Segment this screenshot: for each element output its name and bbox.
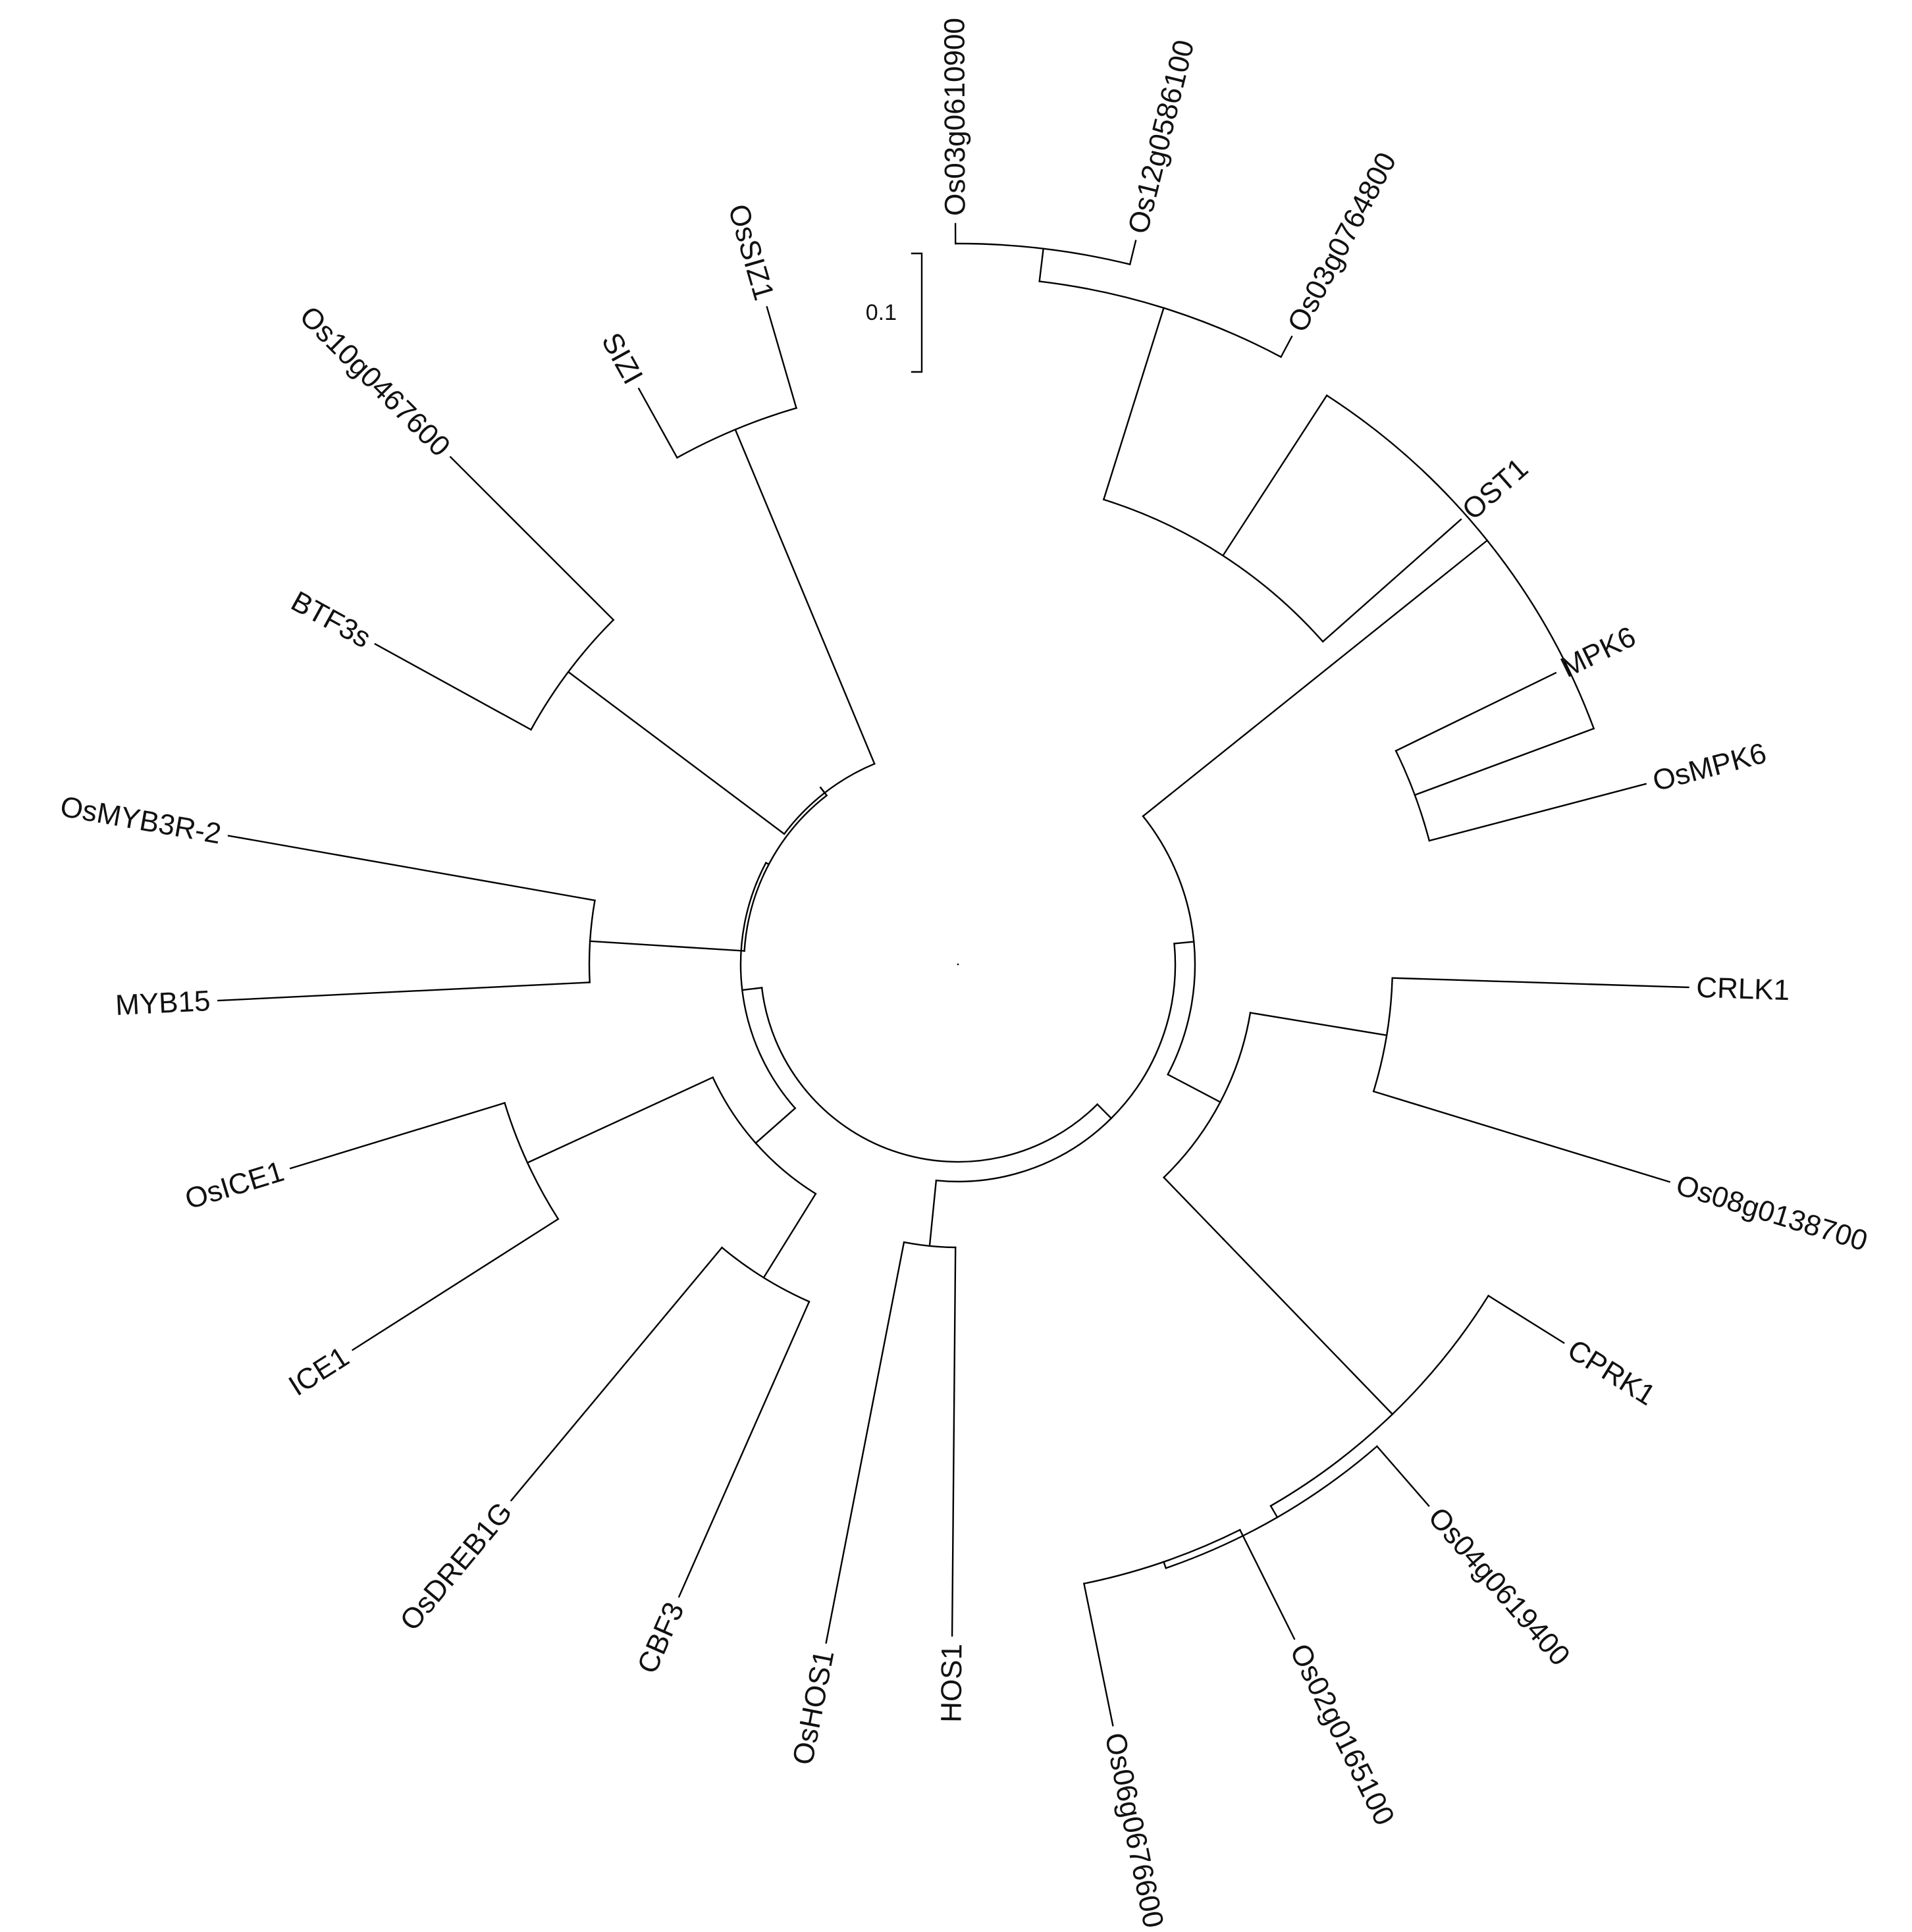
tree-branches	[217, 222, 1689, 1727]
inner-branch-23	[819, 786, 828, 797]
node-arc-3	[1394, 749, 1431, 842]
leaf-branch-ossiz1	[766, 305, 797, 409]
leaf-label-hos1: HOS1	[935, 1644, 968, 1723]
leaf-label-osdreb1g: OsDREB1G	[394, 1496, 518, 1637]
inner-branch-14	[1173, 941, 1195, 945]
leaf-label-crlk1: CRLK1	[1696, 972, 1790, 1006]
inner-branch-5	[1414, 727, 1595, 796]
leaf-branch-crlk1	[1391, 977, 1689, 989]
inner-branch-24	[764, 862, 770, 866]
leaf-branch-os06g0676600	[1082, 1582, 1114, 1727]
leaf-label-ost1: OST1	[1456, 452, 1535, 527]
inner-branch-10	[1222, 1238, 1394, 1416]
leaf-branch-osmpk6	[1428, 783, 1647, 842]
inner-branch-11	[1249, 1012, 1388, 1037]
leaf-label-ossiz1: OsSIZ1	[722, 201, 780, 304]
node-arc-25	[760, 987, 1099, 1163]
leaf-labels: Os03g0610900 Os12g0586100Os03g0764800OST1…	[58, 18, 1871, 1931]
leaf-label-osice1: OsICE1	[181, 1155, 288, 1216]
scale-bar: 0.1	[866, 252, 923, 373]
leaf-label-myb15: MYB15	[115, 985, 211, 1022]
inner-branch-17	[526, 1076, 714, 1164]
leaf-branch-mpk6	[1394, 671, 1557, 752]
inner-branch-25	[741, 987, 757, 991]
inner-branch-21	[567, 671, 785, 835]
leaf-branch-ost1	[1321, 518, 1462, 643]
inner-branch-3	[1102, 307, 1165, 501]
leaf-branch-os08g0138700	[1372, 1090, 1671, 1183]
leaf-branch-sizi	[637, 387, 679, 459]
inner-branch-2	[1038, 248, 1045, 282]
leaf-label-osmpk6: OsMPK6	[1649, 737, 1770, 798]
inner-branch-12	[1167, 1073, 1222, 1103]
leaf-branch-myb15	[217, 981, 591, 1002]
scale-bar-line	[911, 252, 923, 373]
leaf-label-btf3s: BTF3s	[286, 585, 376, 654]
inner-branch-5	[1221, 394, 1328, 557]
leaf-label-osmyb3r2: OsMYB3R-2	[58, 791, 224, 850]
leaf-branch-btf3s	[374, 642, 533, 731]
inner-branch-24	[755, 1107, 797, 1145]
leaf-label-oshos1: OsHOS1	[787, 1648, 841, 1767]
inner-branch-11	[1162, 1176, 1225, 1240]
leaf-branch-os10g0467600	[449, 456, 615, 621]
leaf-branch-osmyb3r2	[227, 835, 596, 902]
leaf-branch-os02g0165100	[1238, 1528, 1296, 1640]
leaf-label-cbf3: CBF3	[631, 1598, 691, 1679]
leaf-branch-cprk1	[1487, 1294, 1565, 1344]
node-arc-11	[1142, 815, 1196, 1076]
leaf-branch-os03g0764800	[1279, 335, 1293, 358]
node-arc-22	[743, 794, 828, 952]
leaf-label-os03g0610900: Os03g0610900	[938, 18, 971, 216]
leaf-branch-os04g0619400	[1375, 1445, 1430, 1507]
leaf-label-mpk6: MPK6	[1556, 620, 1641, 684]
leaf-label-os12g0586100: Os12g0586100	[1122, 37, 1200, 237]
leaf-label-os06g0676600: Os06g0676600	[1099, 1730, 1170, 1931]
leaf-branch-osice1	[289, 1102, 506, 1170]
inner-branch-26	[754, 987, 763, 990]
inner-branch-14	[928, 1179, 938, 1247]
node-arc-6	[1082, 1528, 1241, 1585]
inner-branch-17	[762, 1192, 817, 1279]
leaf-label-ice1: ICE1	[283, 1340, 355, 1402]
leaf-label-os02g0165100: Os02g0165100	[1283, 1638, 1400, 1830]
leaf-label-os03g0764800: Os03g0764800	[1281, 147, 1403, 338]
inner-branch-12	[1142, 539, 1489, 818]
scale-bar-label: 0.1	[866, 300, 897, 325]
node-arc-23	[739, 862, 797, 1110]
inner-branch-26	[1096, 1103, 1113, 1120]
inner-branch-23	[589, 940, 745, 952]
leaf-label-os08g0138700: Os08g0138700	[1672, 1168, 1871, 1257]
leaf-label-os10g0467600: Os10g0467600	[294, 300, 456, 463]
leaf-label-sizi: SIZI	[595, 327, 649, 389]
node-arc-13	[935, 943, 1177, 1183]
inner-branch-21	[734, 429, 876, 765]
inner-branch-9	[1269, 1505, 1279, 1519]
leaf-label-cprk1: CPRK1	[1562, 1334, 1660, 1412]
inner-branch-8	[1162, 1561, 1167, 1569]
leaf-branch-oshos1	[825, 1241, 905, 1644]
leaf-branch-hos1	[951, 1246, 957, 1637]
leaf-branch-osdreb1g	[510, 1246, 724, 1502]
leaf-label-os04g0619400: Os04g0619400	[1422, 1501, 1576, 1672]
leaf-branch-ice1	[352, 1218, 560, 1351]
leaf-branch-cbf3	[677, 1300, 810, 1598]
node-arc-2	[1102, 498, 1324, 643]
leaf-branch-os12g0586100	[1129, 240, 1137, 266]
